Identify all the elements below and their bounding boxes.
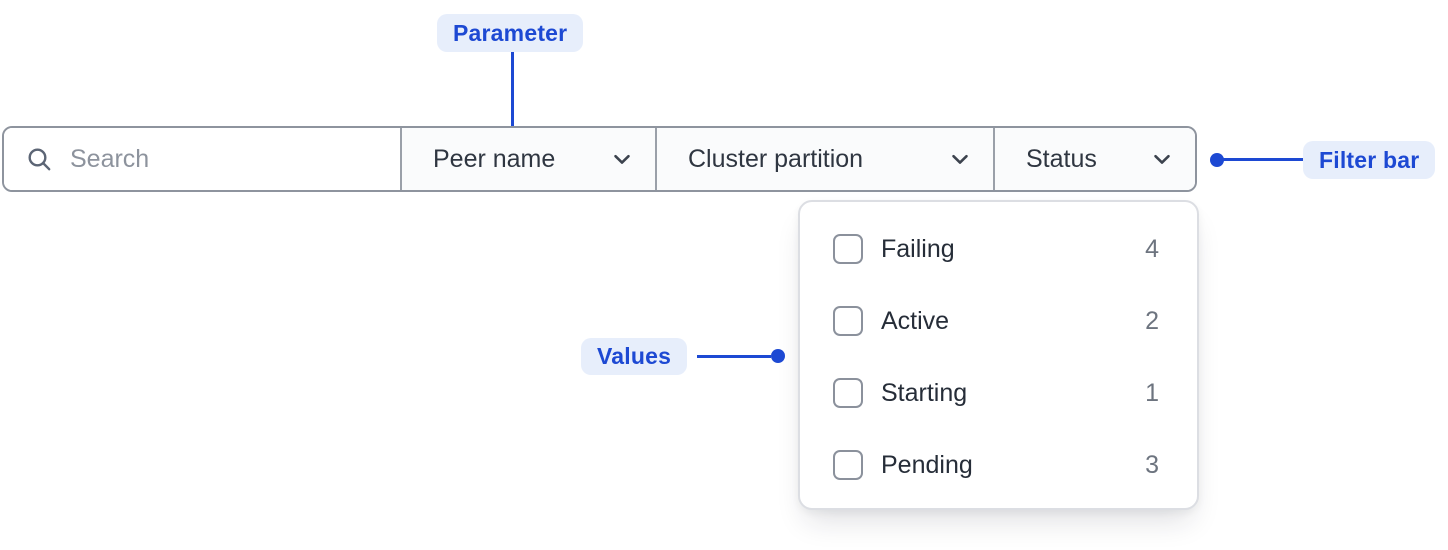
annotation-parameter-label: Parameter [437,14,584,52]
filter-triggers: Peer name Cluster partition [400,128,1195,190]
search-input[interactable] [70,144,400,174]
values-connector-dot [771,349,785,363]
filter-bar-connector-line [1222,158,1303,161]
status-option-count: 2 [1145,306,1159,335]
status-option-row[interactable]: Failing 4 [800,213,1197,285]
status-option-count: 4 [1145,234,1159,263]
filter-dropdown-trigger[interactable]: Status [993,128,1195,190]
status-option-label: Pending [881,450,973,479]
checkbox[interactable] [833,378,863,408]
status-option-label: Starting [881,378,968,407]
annotation-filter-bar-label: Filter bar [1303,141,1436,179]
checkbox[interactable] [833,450,863,480]
filter-bar-connector-dot [1210,153,1224,167]
status-option-row[interactable]: Starting 1 [800,357,1197,429]
filter-trigger-label: Peer name [433,144,556,173]
status-dropdown-panel: Failing 4 Active 2 Starting 1 Pending 3 [798,200,1199,510]
status-option-label: Failing [881,234,955,263]
status-option-label: Active [881,306,950,335]
filter-trigger-label: Status [1026,144,1097,173]
filter-dropdown-trigger[interactable]: Cluster partition [655,128,993,190]
parameter-connector-line [511,52,514,135]
annotation-values-label: Values [581,338,688,375]
chevron-down-icon [947,146,973,172]
filter-bar: Peer name Cluster partition [2,126,1197,192]
status-option-row[interactable]: Active 2 [800,285,1197,357]
status-option-count: 3 [1145,450,1159,479]
chevron-down-icon [1149,146,1175,172]
chevron-down-icon [609,146,635,172]
status-option-row[interactable]: Pending 3 [800,429,1197,501]
checkbox[interactable] [833,234,863,264]
values-connector-line [697,355,771,358]
search-icon [26,146,53,173]
status-option-count: 1 [1145,378,1159,407]
filter-trigger-label: Cluster partition [688,144,864,173]
search-field[interactable] [4,128,400,190]
filter-dropdown-trigger[interactable]: Peer name [400,128,655,190]
checkbox[interactable] [833,306,863,336]
